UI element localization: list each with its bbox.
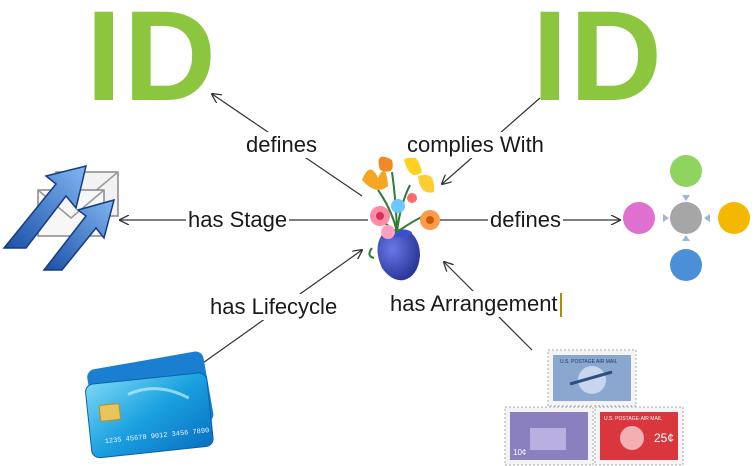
id-node-top-right: ID: [532, 0, 664, 128]
cluster-circle-bottom: [670, 249, 702, 281]
cluster-circle-left: [623, 202, 655, 234]
stamp-left-value: 10¢: [513, 448, 526, 457]
postage-stamps-icon: U.S. POSTAGE AIR MAIL 10¢ U.S. POSTAGE·A…: [504, 349, 684, 466]
cluster-circle-top: [670, 155, 702, 187]
cluster-circle-center: [670, 202, 702, 234]
stamp-top: U.S. POSTAGE AIR MAIL: [547, 349, 637, 407]
circle-cluster-icon: [623, 155, 750, 281]
text-cursor: [559, 293, 562, 318]
flower-vase-icon: [362, 156, 440, 281]
id-node-top-right-label: ID: [532, 0, 664, 128]
stamp-right: U.S. POSTAGE·AIR MAIL 25¢: [594, 406, 684, 466]
stamp-right-header: U.S. POSTAGE·AIR MAIL: [604, 416, 662, 422]
id-node-top-left-label: ID: [86, 0, 218, 128]
email-send-icon: [2, 164, 119, 271]
edge-label-bottom-left: has Lifecycle: [208, 294, 340, 320]
edge-label-bottom-right: has Arrangement: [390, 291, 558, 316]
id-node-top-left: ID: [86, 0, 218, 128]
credit-card-icon: 1235 45678 9012 3456 7890: [85, 351, 214, 459]
edge-label-bottom-right-wrap: has Arrangement: [388, 291, 564, 318]
stamp-top-text: U.S. POSTAGE AIR MAIL: [560, 359, 618, 365]
edge-label-left: has Stage: [186, 207, 290, 233]
edge-label-top-left: defines: [244, 132, 319, 158]
edge-label-right: defines: [488, 207, 563, 233]
stamp-left: 10¢: [504, 406, 594, 466]
cluster-circle-right: [718, 202, 750, 234]
stamp-right-value: 25¢: [654, 431, 674, 445]
edge-label-top-right: complies With: [405, 132, 546, 158]
